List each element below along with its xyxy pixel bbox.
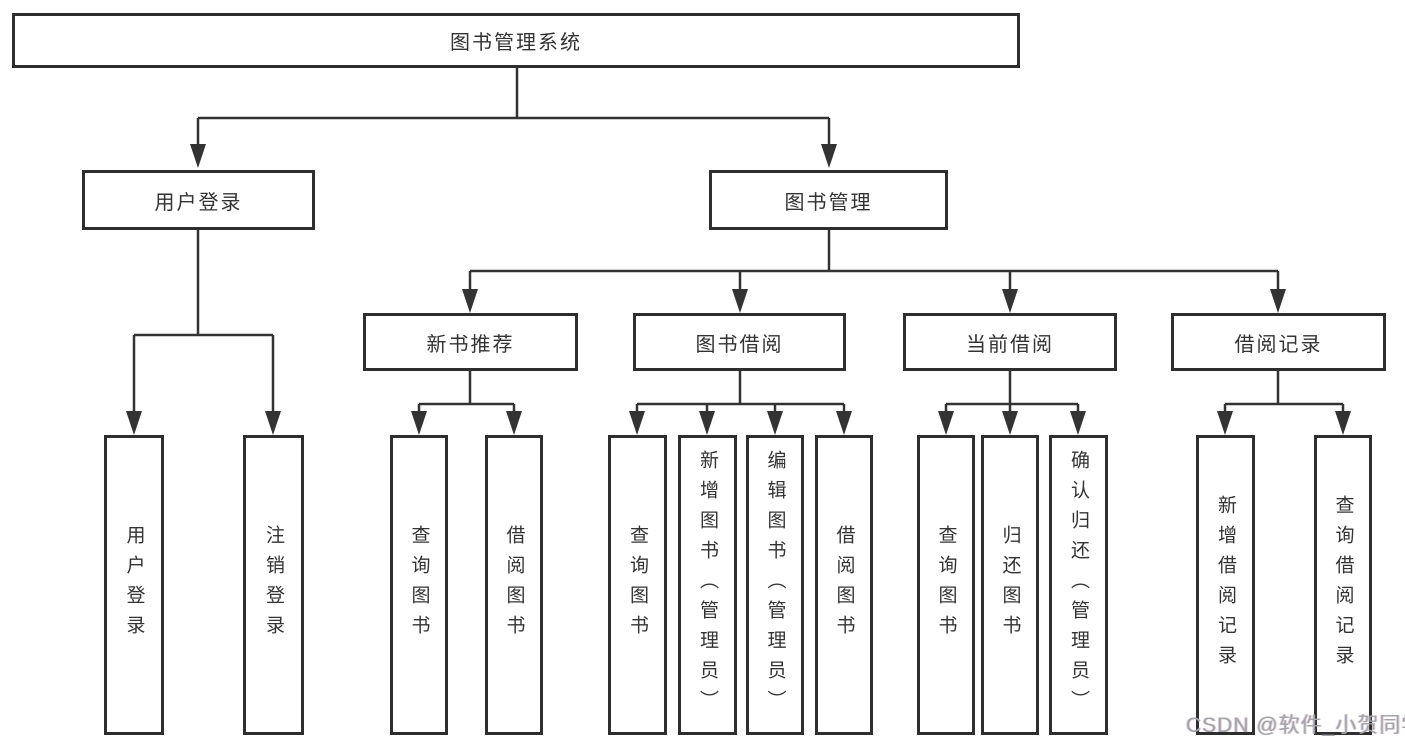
leaf-borrow-books-label: 借阅图书 [833,525,855,645]
connector-book-mgmt [468,230,1280,291]
node-borrow-records-label: 借阅记录 [1234,333,1323,356]
leaf-query-books-recommend: 查询图书 [390,435,448,735]
leaf-confirm-return-admin-label: 确认归还（管理员） [1068,450,1089,720]
leaf-edit-books-admin-label: 编辑图书（管理员） [764,450,786,720]
leaf-confirm-return-admin: 确认归还（管理员） [1049,435,1108,735]
connector-borrow-records [1223,371,1345,413]
node-book-borrow: 图书借阅 [633,313,846,371]
node-new-book-recommend: 新书推荐 [363,313,578,371]
leaf-borrow-books-recommend-label: 借阅图书 [503,525,525,645]
leaf-add-books-admin-label: 新增图书（管理员） [697,450,718,720]
node-book-management-label: 图书管理 [784,191,873,214]
leaf-query-books-borrow-label: 查询图书 [627,525,648,645]
connector-current-borrow [944,371,1080,413]
leaf-add-borrow-record-label: 新增借阅记录 [1215,495,1236,675]
node-book-management: 图书管理 [709,170,948,230]
connector-root [196,68,831,146]
leaf-return-books: 归还图书 [981,435,1039,735]
leaf-add-books-admin: 新增图书（管理员） [678,435,737,735]
node-new-book-recommend-label: 新书推荐 [426,333,515,356]
connector-user-login [132,230,275,413]
csdn-watermark: CSDN @软件_小贺同学 [1186,714,1405,737]
leaf-query-books-current-label: 查询图书 [935,525,957,645]
leaf-query-borrow-record: 查询借阅记录 [1314,435,1372,735]
leaf-user-login-label: 用户登录 [123,525,145,645]
node-borrow-records: 借阅记录 [1171,313,1386,371]
leaf-user-login: 用户登录 [104,435,164,735]
leaf-query-books-borrow: 查询图书 [608,435,667,735]
node-current-borrow: 当前借阅 [903,313,1117,371]
connector-new-book [417,371,516,413]
node-current-borrow-label: 当前借阅 [966,333,1054,356]
connector-book-borrow [635,371,846,413]
leaf-edit-books-admin: 编辑图书（管理员） [746,435,804,735]
leaf-logout-label: 注销登录 [263,525,284,645]
leaf-query-books-recommend-label: 查询图书 [408,525,430,645]
node-user-login: 用户登录 [82,170,315,230]
leaf-query-borrow-record-label: 查询借阅记录 [1332,495,1354,675]
node-book-borrow-label: 图书借阅 [695,333,784,356]
node-root: 图书管理系统 [12,13,1020,68]
leaf-return-books-label: 归还图书 [999,525,1021,645]
leaf-borrow-books-recommend: 借阅图书 [485,435,543,735]
leaf-borrow-books: 借阅图书 [815,435,873,735]
node-user-login-label: 用户登录 [154,191,243,214]
leaf-add-borrow-record: 新增借阅记录 [1196,435,1255,735]
node-root-label: 图书管理系统 [450,32,582,54]
leaf-query-books-current: 查询图书 [917,435,975,735]
leaf-logout: 注销登录 [243,435,304,735]
